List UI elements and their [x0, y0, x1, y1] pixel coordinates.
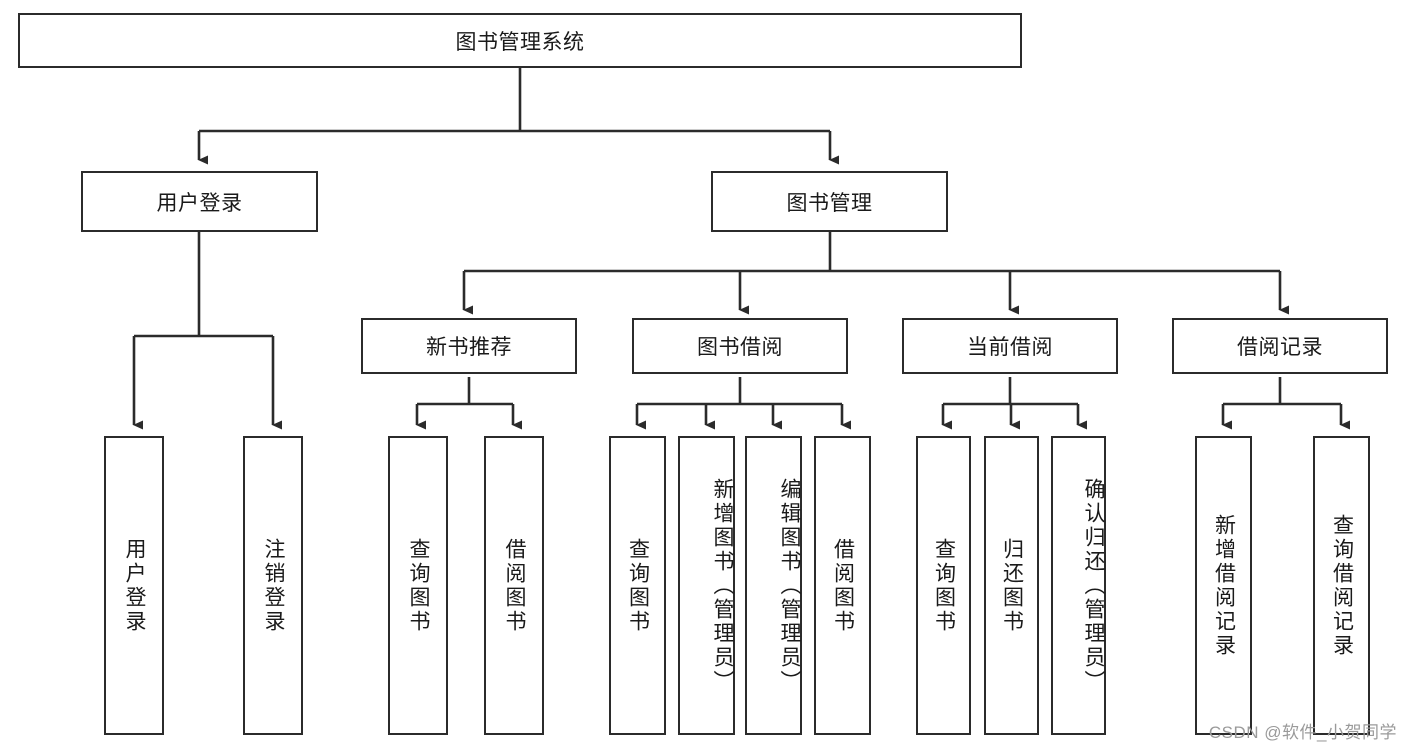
leaf-confirm-return-label: 确认归还（管理员） [1082, 477, 1105, 694]
leaf-query-book-1-label: 查询图书 [407, 537, 431, 634]
leaf-borrow-book-2[interactable]: 借阅图书 [814, 436, 871, 735]
node-current-borrow[interactable]: 当前借阅 [902, 318, 1118, 374]
leaf-query-book-3[interactable]: 查询图书 [916, 436, 971, 735]
leaf-add-record[interactable]: 新增借阅记录 [1195, 436, 1252, 735]
node-root-label: 图书管理系统 [455, 30, 585, 54]
leaf-add-book-label: 新增图书（管理员） [711, 477, 734, 694]
node-borrow-record[interactable]: 借阅记录 [1172, 318, 1388, 374]
leaf-logout-login[interactable]: 注销登录 [243, 436, 303, 735]
node-root[interactable]: 图书管理系统 [18, 13, 1022, 68]
leaf-query-book-1[interactable]: 查询图书 [388, 436, 448, 735]
leaf-edit-book-label: 编辑图书（管理员） [778, 477, 801, 694]
leaf-return-book[interactable]: 归还图书 [984, 436, 1039, 735]
leaf-user-login[interactable]: 用户登录 [104, 436, 164, 735]
node-book-borrow[interactable]: 图书借阅 [632, 318, 848, 374]
leaf-query-record-label: 查询借阅记录 [1330, 513, 1354, 658]
leaf-query-record[interactable]: 查询借阅记录 [1313, 436, 1370, 735]
node-borrow-record-label: 借阅记录 [1237, 336, 1323, 359]
node-book-manage[interactable]: 图书管理 [711, 171, 948, 232]
leaf-query-book-2[interactable]: 查询图书 [609, 436, 666, 735]
leaf-logout-login-label: 注销登录 [262, 537, 286, 634]
leaf-borrow-book-1-label: 借阅图书 [503, 537, 527, 634]
node-user-login[interactable]: 用户登录 [81, 171, 318, 232]
leaf-edit-book[interactable]: 编辑图书（管理员） [745, 436, 802, 735]
node-new-book-recommend[interactable]: 新书推荐 [361, 318, 577, 374]
leaf-add-book[interactable]: 新增图书（管理员） [678, 436, 735, 735]
leaf-return-book-label: 归还图书 [1000, 537, 1024, 634]
leaf-borrow-book-2-label: 借阅图书 [831, 537, 855, 634]
leaf-user-login-label: 用户登录 [123, 537, 147, 634]
leaf-query-book-3-label: 查询图书 [932, 537, 956, 634]
leaf-confirm-return[interactable]: 确认归还（管理员） [1051, 436, 1106, 735]
node-book-manage-label: 图书管理 [786, 191, 873, 215]
leaf-query-book-2-label: 查询图书 [626, 537, 650, 634]
leaf-add-record-label: 新增借阅记录 [1212, 513, 1236, 658]
leaf-borrow-book-1[interactable]: 借阅图书 [484, 436, 544, 735]
node-current-borrow-label: 当前借阅 [967, 336, 1053, 359]
node-user-login-label: 用户登录 [156, 191, 243, 215]
node-book-borrow-label: 图书借阅 [697, 336, 783, 359]
node-new-book-recommend-label: 新书推荐 [426, 336, 512, 359]
watermark: CSDN @软件_小贺同学 [1208, 723, 1397, 742]
